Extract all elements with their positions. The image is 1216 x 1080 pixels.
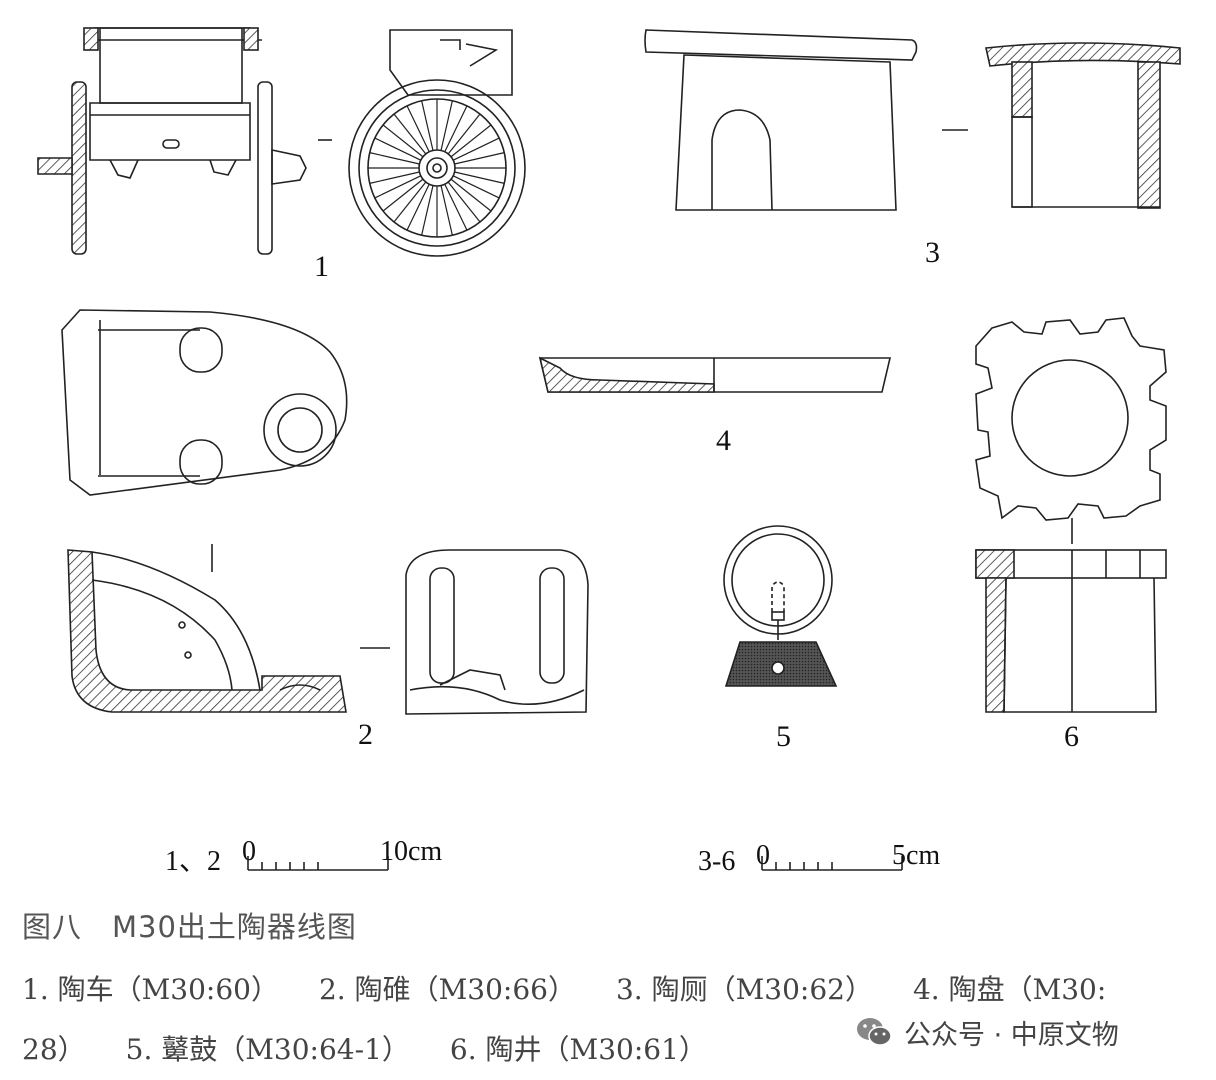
scale-start-label-2: 0 xyxy=(756,840,770,871)
wheel-spoke xyxy=(452,137,500,161)
wheel-spoke xyxy=(440,100,453,151)
caption-item-6: 6. 陶井（M30:61） xyxy=(449,1033,707,1066)
item-number-1: 1 xyxy=(314,250,329,283)
caption-item-1: 1. 陶车（M30:60） xyxy=(22,973,279,1006)
wheel-spoke xyxy=(369,171,420,184)
wheel-spoke xyxy=(393,113,427,155)
wheel-spoke xyxy=(421,100,434,151)
wheel-spoke xyxy=(374,175,422,199)
cart-wheel-spokes xyxy=(368,99,506,237)
wheel-spoke xyxy=(447,181,481,223)
wheel-spoke xyxy=(406,105,430,153)
wheel-spoke xyxy=(374,137,422,161)
scale-bar-3-6 xyxy=(761,856,903,871)
wheel-spoke xyxy=(440,185,453,236)
latrine-drawing xyxy=(644,29,1181,211)
wheel-spoke xyxy=(450,124,492,158)
item-number-4: 4 xyxy=(716,424,731,457)
watermark: 公众号 · 中原文物 xyxy=(854,1012,1119,1052)
wheel-spoke xyxy=(421,185,434,236)
pestle-drawing xyxy=(61,309,589,715)
scale-bar-1-2 xyxy=(247,856,389,871)
caption-item-4-cont: 28） xyxy=(22,1033,86,1066)
watermark-text: 公众号 · 中原文物 xyxy=(904,1019,1119,1051)
wheel-spoke xyxy=(450,178,492,212)
wheel-spoke xyxy=(369,152,420,165)
scale-group-label-1: 1、2 xyxy=(165,846,222,877)
wheel-spoke xyxy=(452,175,500,199)
wheel-spoke xyxy=(444,183,468,231)
well-drawing xyxy=(975,317,1167,713)
caption-item-4: 4. 陶盘（M30: xyxy=(912,973,1107,1006)
caption-item-2: 2. 陶碓（M30:66） xyxy=(318,973,576,1006)
wheel-spoke xyxy=(382,178,424,212)
scale-start-label-1: 0 xyxy=(242,836,256,867)
caption-line-2: 28） 5. 鼙鼓（M30:64-1） 6. 陶井（M30:61） xyxy=(22,1028,707,1068)
plate-drawing xyxy=(538,356,892,393)
drum-drawing xyxy=(723,525,838,687)
cart-drawing xyxy=(37,27,526,257)
scale-group-label-2: 3-6 xyxy=(698,846,736,877)
item-number-3: 3 xyxy=(925,236,940,269)
wheel-spoke xyxy=(444,105,468,153)
wechat-icon xyxy=(857,1018,892,1046)
item-number-6: 6 xyxy=(1064,720,1079,753)
caption-item-3: 3. 陶厕（M30:62） xyxy=(615,973,873,1006)
item-number-5: 5 xyxy=(776,720,791,753)
caption-item-5: 5. 鼙鼓（M30:64-1） xyxy=(125,1033,410,1066)
wheel-spoke xyxy=(454,152,505,165)
wheel-spoke xyxy=(406,183,430,231)
caption-line-1: 1. 陶车（M30:60） 2. 陶碓（M30:66） 3. 陶厕（M30:62） 4… xyxy=(22,968,1106,1008)
wheel-spoke xyxy=(382,124,424,158)
scale-end-label-1: 10cm xyxy=(380,836,443,867)
wheel-spoke xyxy=(393,181,427,223)
item-number-2: 2 xyxy=(358,718,373,751)
wheel-spoke xyxy=(447,113,481,155)
figure-title: 图八 M30出土陶器线图 xyxy=(22,910,357,944)
wheel-spoke xyxy=(454,171,505,184)
scale-end-label-2: 5cm xyxy=(892,840,941,871)
